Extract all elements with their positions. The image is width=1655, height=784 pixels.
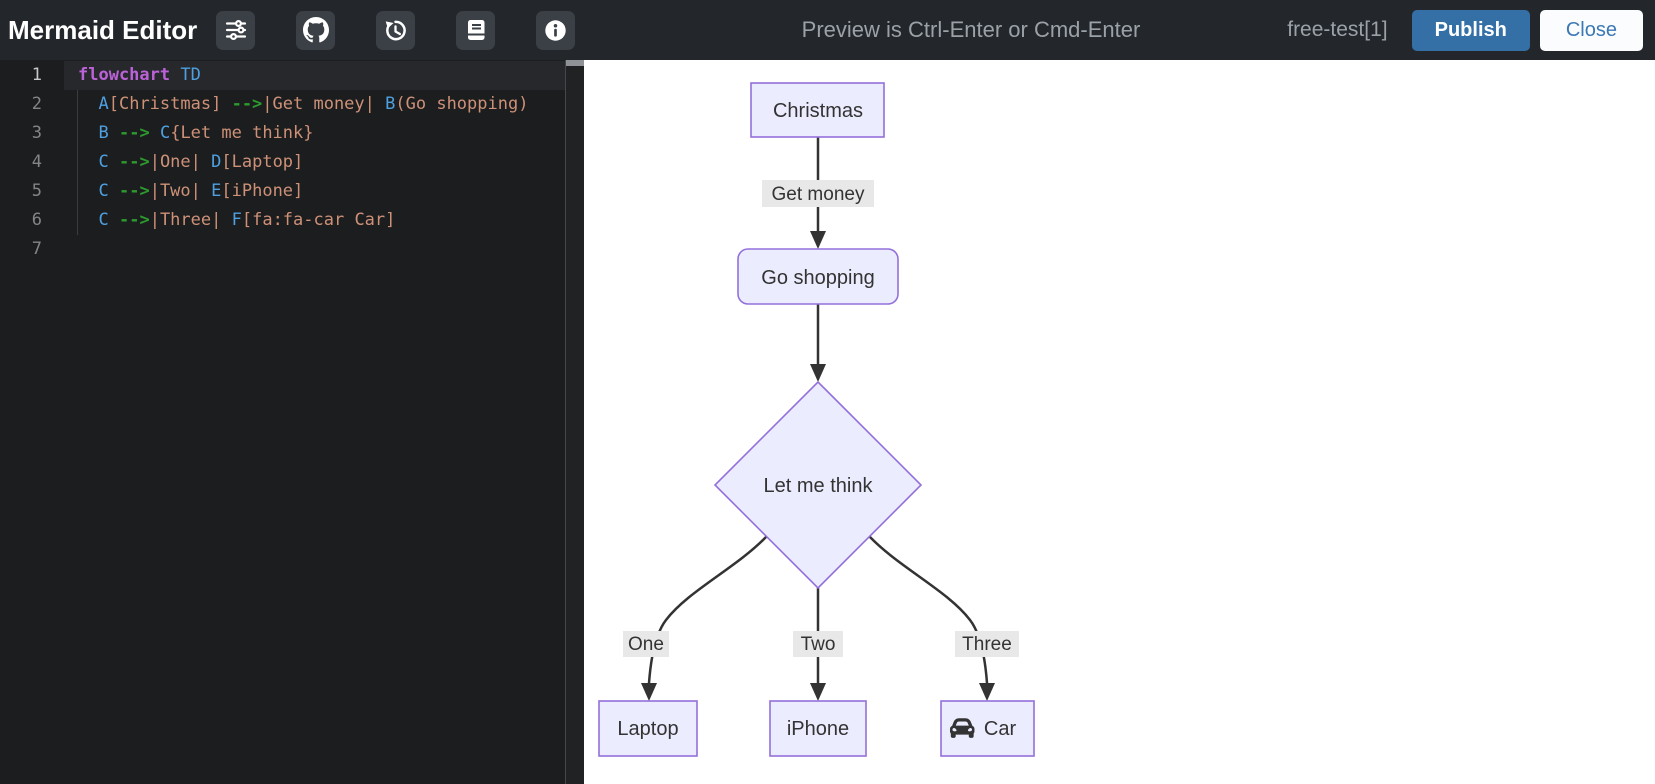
publish-button[interactable]: Publish (1411, 9, 1530, 51)
arrowhead-c-e (810, 683, 826, 701)
code-line: C -->|Three| F[fa:fa-car Car] (64, 206, 565, 235)
arrowhead-c-f (979, 683, 995, 701)
edge-label-bg (762, 180, 874, 207)
info-button[interactable] (536, 10, 576, 50)
edge-label-get-money: Get money (772, 184, 865, 205)
node-car-label: Car (984, 718, 1017, 740)
node-iphone (769, 700, 867, 757)
github-button[interactable] (296, 10, 336, 50)
line-number: 1 (31, 65, 42, 85)
node-let-me-think-label: Let me think (764, 475, 874, 497)
line-number: 7 (31, 239, 42, 259)
line-number: 3 (31, 123, 42, 143)
node-christmas (750, 82, 885, 138)
close-button[interactable]: Close (1539, 9, 1643, 51)
code-line: C -->|Two| E[iPhone] (64, 177, 565, 206)
node-christmas-label: Christmas (773, 100, 863, 122)
editor-line[interactable]: 4 C -->|One| D[Laptop] (0, 148, 565, 177)
history-icon (385, 20, 407, 40)
code-line: A[Christmas] -->|Get money| B(Go shoppin… (64, 90, 565, 119)
editor-line[interactable]: 3 B --> C{Let me think} (0, 119, 565, 148)
docs-book-icon (467, 20, 485, 40)
line-number: 6 (31, 210, 42, 230)
edge-label-two: Two (801, 634, 836, 655)
node-go-shopping-label: Go shopping (761, 267, 874, 289)
history-button[interactable] (376, 10, 416, 50)
edge-label-one: One (628, 634, 664, 655)
arrowhead-c-d (641, 683, 657, 701)
edge-label-bg (623, 631, 669, 657)
flowchart-svg: Get money One Two Three Christmas Go sho… (598, 82, 1035, 757)
settings-button[interactable] (216, 10, 256, 50)
node-laptop-label: Laptop (617, 718, 678, 740)
docs-button[interactable] (456, 10, 496, 50)
node-iphone-label: iPhone (787, 718, 849, 740)
arrowhead-a-b (810, 231, 826, 249)
node-go-shopping (737, 248, 899, 305)
line-number: 5 (31, 181, 42, 201)
diagram-canvas: Get money One Two Three Christmas Go sho… (584, 60, 1655, 784)
editor-line[interactable]: 2 A[Christmas] -->|Get money| B(Go shopp… (0, 90, 565, 119)
editor-line[interactable]: 6 C -->|Three| F[fa:fa-car Car] (0, 206, 565, 235)
edge-c-f (868, 535, 989, 685)
scrollbar-thumb[interactable] (566, 60, 584, 66)
edge-label-three: Three (962, 634, 1012, 655)
node-let-me-think (713, 380, 923, 590)
node-laptop (598, 700, 698, 757)
editor-scrollbar[interactable] (565, 60, 584, 784)
preview-hint: Preview is Ctrl-Enter or Cmd-Enter (801, 17, 1141, 42)
edge-c-d (647, 535, 768, 685)
document-name: free-test[1] (1287, 18, 1388, 41)
code-line: flowchart TD (64, 61, 565, 90)
editor-line[interactable]: 7 (0, 235, 565, 264)
top-bar: Mermaid Editor (0, 0, 1655, 60)
edge-label-bg (955, 631, 1019, 657)
code-line (64, 235, 565, 264)
code-line: B --> C{Let me think} (64, 119, 565, 148)
info-icon (545, 19, 566, 41)
editor-line[interactable]: 5 C -->|Two| E[iPhone] (0, 177, 565, 206)
editor-line[interactable]: 1 flowchart TD (0, 61, 565, 90)
github-icon (302, 17, 329, 43)
arrowhead-b-c (810, 364, 826, 382)
code-line: C -->|One| D[Laptop] (64, 148, 565, 177)
line-number: 4 (31, 152, 42, 172)
settings-sliders-icon (225, 19, 246, 41)
line-number: 2 (31, 94, 42, 114)
edge-label-bg (793, 631, 843, 657)
car-icon (950, 718, 975, 738)
app-title: Mermaid Editor (8, 14, 198, 45)
